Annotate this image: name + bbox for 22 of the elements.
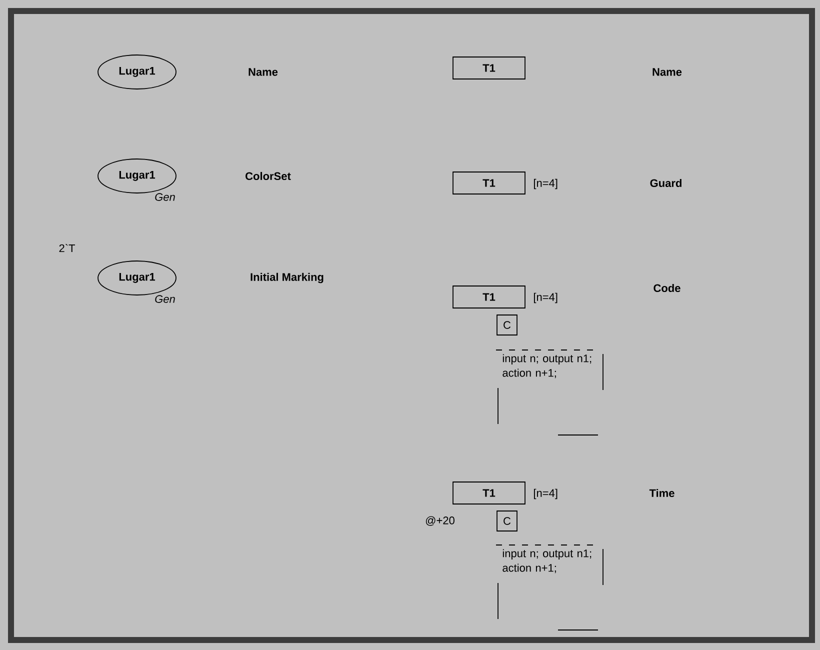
code-marker-box: C: [496, 510, 518, 532]
beside-text: Gen: [155, 193, 175, 201]
section-label: Guard: [650, 178, 682, 188]
transition-box: T1: [452, 286, 526, 308]
section-label: Time: [649, 488, 674, 498]
beside-text: [n=4]: [534, 488, 558, 500]
section-label: @+20: [426, 516, 454, 526]
section-label: Name: [248, 68, 278, 76]
section-label: ColorSet: [246, 172, 291, 180]
section-label: Code: [654, 284, 680, 292]
transition-box: T1: [452, 56, 526, 80]
beside-text: 2`T: [59, 244, 75, 252]
code-marker-box: C: [496, 314, 518, 336]
section-label: Initial Marking: [250, 272, 324, 284]
section-label: Name: [652, 68, 682, 76]
beside-text: [n=4]: [534, 178, 558, 190]
beside-text: [n=4]: [534, 292, 558, 304]
beside-text: Gen: [155, 295, 175, 303]
transition-box: T1: [452, 482, 526, 504]
code-block: input n; output n1; action n+1;: [496, 350, 604, 436]
transition-box: T1: [452, 172, 526, 194]
code-block: input n; output n1; action n+1;: [496, 544, 604, 630]
